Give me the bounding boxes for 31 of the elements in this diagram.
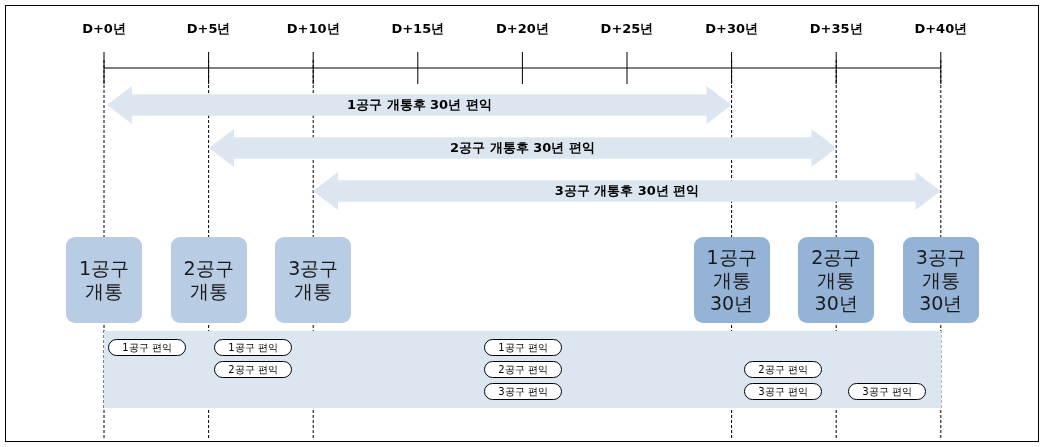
year-tick-label: D+30년 xyxy=(704,20,759,38)
year-tick-label: D+35년 xyxy=(808,20,864,38)
milestone-box: 1공구 개통 xyxy=(66,237,142,323)
benefit-band xyxy=(104,331,941,408)
double-arrow-band xyxy=(208,129,837,167)
year-tick-label: D+5년 xyxy=(185,20,232,38)
milestone-box: 2공구 개통 30년 xyxy=(798,237,875,323)
arrow-label: 1공구 개통후 30년 편익 xyxy=(345,96,493,114)
benefit-tag: 3공구 편익 xyxy=(484,383,562,400)
year-tick-label: D+0년 xyxy=(81,20,127,38)
arrow-label: 3공구 개통후 30년 편익 xyxy=(553,182,701,200)
milestone-box: 3공구 개통 30년 xyxy=(902,237,979,323)
benefit-tag: 2공구 편익 xyxy=(214,361,292,378)
year-tick-label: D+40년 xyxy=(913,20,969,38)
benefit-tag: 2공구 편익 xyxy=(744,361,822,378)
year-tick-label: D+10년 xyxy=(285,20,341,38)
arrow-label: 2공구 개통후 30년 편익 xyxy=(449,139,596,157)
double-arrow-band xyxy=(313,172,941,210)
benefit-tag: 3공구 편익 xyxy=(848,383,926,400)
double-arrow-band xyxy=(107,86,732,124)
year-tick-label: D+15년 xyxy=(390,20,446,38)
benefit-tag: 1공구 편익 xyxy=(108,339,186,356)
benefit-tag: 1공구 편익 xyxy=(214,339,292,356)
year-tick-label: D+25년 xyxy=(599,20,655,38)
milestone-box: 1공구 개통 30년 xyxy=(693,237,770,323)
milestone-box: 2공구 개통 xyxy=(170,237,247,323)
milestone-box: 3공구 개통 xyxy=(275,237,352,323)
benefit-tag: 3공구 편익 xyxy=(744,383,822,400)
benefit-tag: 1공구 편익 xyxy=(484,339,562,356)
benefit-tag: 2공구 편익 xyxy=(484,361,562,378)
year-tick-label: D+20년 xyxy=(495,20,550,38)
